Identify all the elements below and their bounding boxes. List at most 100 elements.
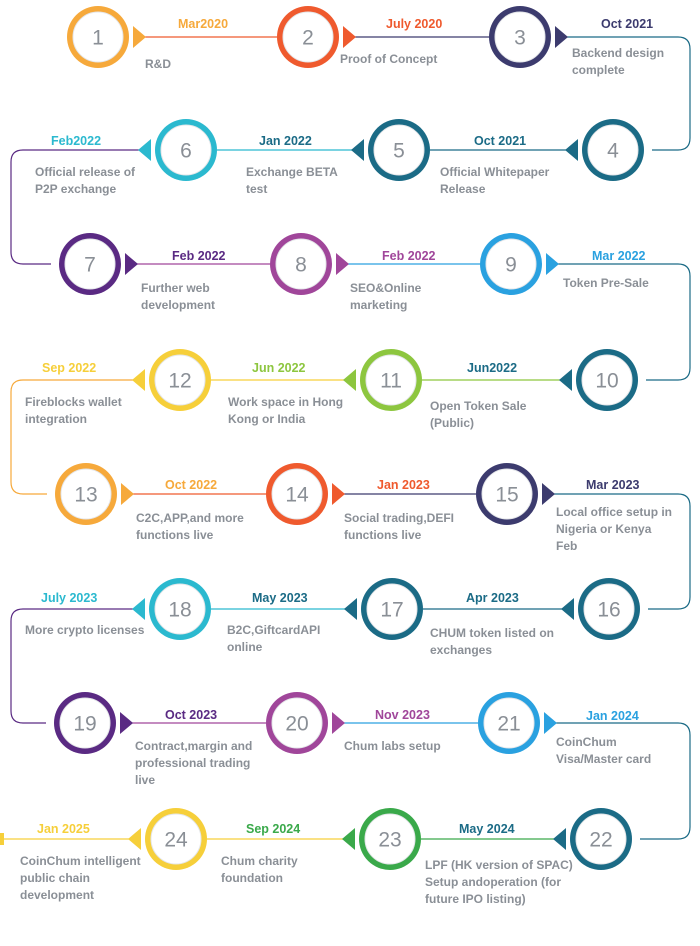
milestone-date: May 2023 — [252, 591, 308, 605]
connector-wrap — [10, 608, 141, 724]
milestone-number: 6 — [180, 140, 192, 163]
milestone-description: Chum charity foundation — [221, 854, 298, 885]
milestone-number: 1 — [92, 27, 104, 50]
milestone-description: Fireblocks wallet integration — [25, 395, 122, 426]
milestone-circle: 1 — [58, 0, 146, 77]
milestone-description: Token Pre-Sale — [563, 276, 649, 290]
milestone-circle: 3 — [480, 0, 568, 77]
milestone-date: Jan 2025 — [37, 822, 90, 836]
milestone-date: Jun2022 — [467, 361, 518, 375]
milestone-description: Proof of Concept — [340, 52, 438, 66]
milestone-circle: 15 — [467, 454, 555, 534]
milestone-description: Backend design complete — [572, 46, 665, 77]
milestone-date: July 2020 — [386, 17, 443, 31]
milestone-circle: 7 — [50, 224, 138, 304]
milestone-number: 4 — [607, 140, 619, 163]
connector-wrap — [10, 379, 141, 495]
milestone-date: Sep 2024 — [246, 822, 301, 836]
milestone-date: Jan 2022 — [259, 134, 312, 148]
milestone-number: 13 — [74, 484, 97, 507]
milestone-date: Feb2022 — [51, 134, 102, 148]
milestone-circle: 2 — [268, 0, 356, 77]
milestone-date: Feb 2022 — [172, 249, 226, 263]
milestone-circle: 24 — [128, 799, 216, 879]
milestone-date: Jun 2022 — [252, 361, 306, 375]
milestone-circle: 4 — [565, 110, 653, 190]
milestone-description: Work space in Hong Kong or India — [228, 395, 344, 426]
milestone-number: 2 — [302, 27, 314, 50]
milestone-date: Oct 2023 — [165, 708, 218, 722]
milestone-number: 8 — [295, 254, 307, 277]
milestone-circle: 23 — [342, 799, 430, 879]
milestone-number: 19 — [73, 713, 96, 736]
milestone-description: More crypto licenses — [25, 623, 145, 637]
milestone-circle: 9 — [471, 224, 559, 304]
milestone-circle: 11 — [343, 340, 431, 420]
milestone-circle: 13 — [46, 454, 134, 534]
milestone-description: Chum labs setup — [344, 739, 441, 753]
milestone-number: 17 — [380, 599, 403, 622]
milestone-date: Feb 2022 — [382, 249, 436, 263]
milestone-number: 22 — [589, 829, 612, 852]
milestone-number: 12 — [168, 370, 191, 393]
milestone-date: Oct 2022 — [165, 478, 218, 492]
connector-wrap — [550, 263, 691, 381]
milestone-date: Mar2020 — [178, 17, 229, 31]
connector-wrap — [546, 493, 691, 610]
milestone-description: CHUM token listed on exchanges — [430, 626, 555, 657]
milestone-number: 10 — [595, 370, 618, 393]
milestone-date: Mar 2023 — [586, 478, 640, 492]
milestone-description: CoinChum intelligent public chain develo… — [20, 854, 141, 902]
milestone-description: SEO&Online marketing — [350, 281, 422, 312]
milestone-number: 23 — [378, 829, 401, 852]
milestone-date: Oct 2021 — [474, 134, 527, 148]
milestone-circle: 10 — [559, 340, 647, 420]
milestone-circle: 16 — [561, 569, 649, 649]
milestone-number: 16 — [597, 599, 620, 622]
milestone-date: Oct 2021 — [601, 17, 654, 31]
milestone-description: C2C,APP,and more functions live — [136, 511, 244, 542]
milestone-description: Official Whitepaper Release — [440, 165, 550, 196]
milestone-description: Contract,margin and professional trading… — [135, 739, 253, 787]
milestone-circle: 21 — [469, 683, 557, 763]
milestone-circle: 19 — [45, 683, 133, 763]
milestone-circle: 12 — [132, 340, 220, 420]
milestone-date: Mar 2022 — [592, 249, 646, 263]
milestone-date: Sep 2022 — [42, 361, 97, 375]
milestone-number: 15 — [495, 484, 518, 507]
milestone-circle: 20 — [257, 683, 345, 763]
connector-wrap — [548, 722, 691, 840]
milestone-description: Open Token Sale (Public) — [430, 399, 527, 430]
connector-wrap — [10, 149, 147, 265]
milestone-date: July 2023 — [41, 591, 98, 605]
milestone-number: 21 — [497, 713, 520, 736]
milestone-description: Social trading,DEFI functions live — [344, 511, 455, 542]
milestone-number: 20 — [285, 713, 308, 736]
milestone-number: 9 — [505, 254, 517, 277]
milestone-description: CoinChum Visa/Master card — [556, 735, 652, 766]
milestone-description: Further web development — [141, 281, 216, 312]
milestone-description: Local office setup in Nigeria or Kenya F… — [556, 505, 673, 553]
milestone-description: Exchange BETA test — [246, 165, 338, 196]
milestone-number: 3 — [514, 27, 526, 50]
milestone-circle: 14 — [257, 454, 345, 534]
milestone-date: Jan 2024 — [586, 709, 639, 723]
milestone-number: 14 — [285, 484, 309, 507]
milestone-date: Apr 2023 — [466, 591, 519, 605]
milestone-date: May 2024 — [459, 822, 515, 836]
milestone-number: 7 — [84, 254, 96, 277]
milestone-description: LPF (HK version of SPAC) Setup andoperat… — [425, 858, 573, 906]
connector-tail-cap — [0, 833, 4, 845]
connector-wrap — [559, 36, 691, 151]
milestone-circle: 18 — [132, 569, 220, 649]
milestone-circle: 22 — [553, 799, 641, 879]
milestone-circle: 17 — [344, 569, 432, 649]
milestone-number: 11 — [380, 370, 402, 393]
milestone-description: Official release of P2P exchange — [35, 165, 136, 196]
milestone-number: 24 — [164, 829, 188, 852]
milestone-number: 18 — [168, 599, 191, 622]
milestone-circle: 6 — [138, 110, 226, 190]
milestone-number: 5 — [393, 140, 405, 163]
milestone-description: B2C,GiftcardAPI online — [227, 623, 321, 654]
